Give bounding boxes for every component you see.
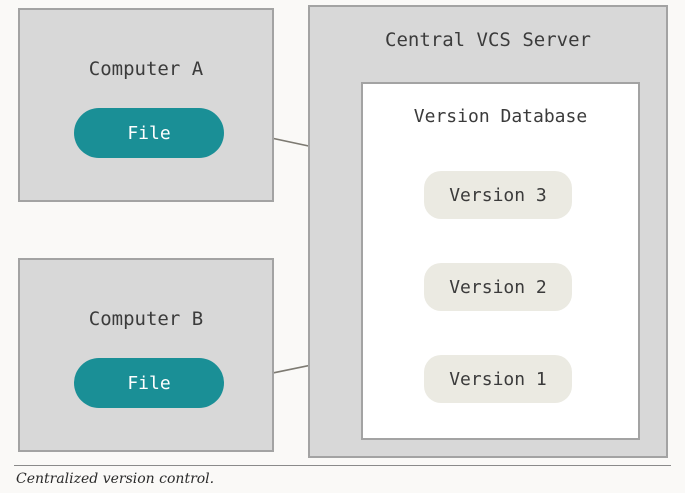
file-node-computer-b: File xyxy=(74,358,224,408)
panel-computer-b: Computer B File xyxy=(18,258,274,452)
panel-title-computer-b: Computer B xyxy=(88,308,204,330)
version-node-2: Version 2 xyxy=(424,263,572,311)
caption-divider xyxy=(14,465,671,466)
panel-title-central-vcs-server: Central VCS Server xyxy=(385,29,591,51)
panel-central-vcs-server: Central VCS Server Version Database Vers… xyxy=(308,5,668,458)
version-node-3: Version 3 xyxy=(424,171,572,219)
panel-title-computer-a: Computer A xyxy=(88,58,204,80)
version-database-title: Version Database xyxy=(413,106,588,127)
panel-computer-a: Computer A File xyxy=(18,8,274,202)
figure-caption: Centralized version control. xyxy=(16,471,215,487)
file-node-computer-a: File xyxy=(74,108,224,158)
version-node-1: Version 1 xyxy=(424,355,572,403)
version-database-box: Version Database Version 3 Version 2 Ver… xyxy=(361,82,640,440)
